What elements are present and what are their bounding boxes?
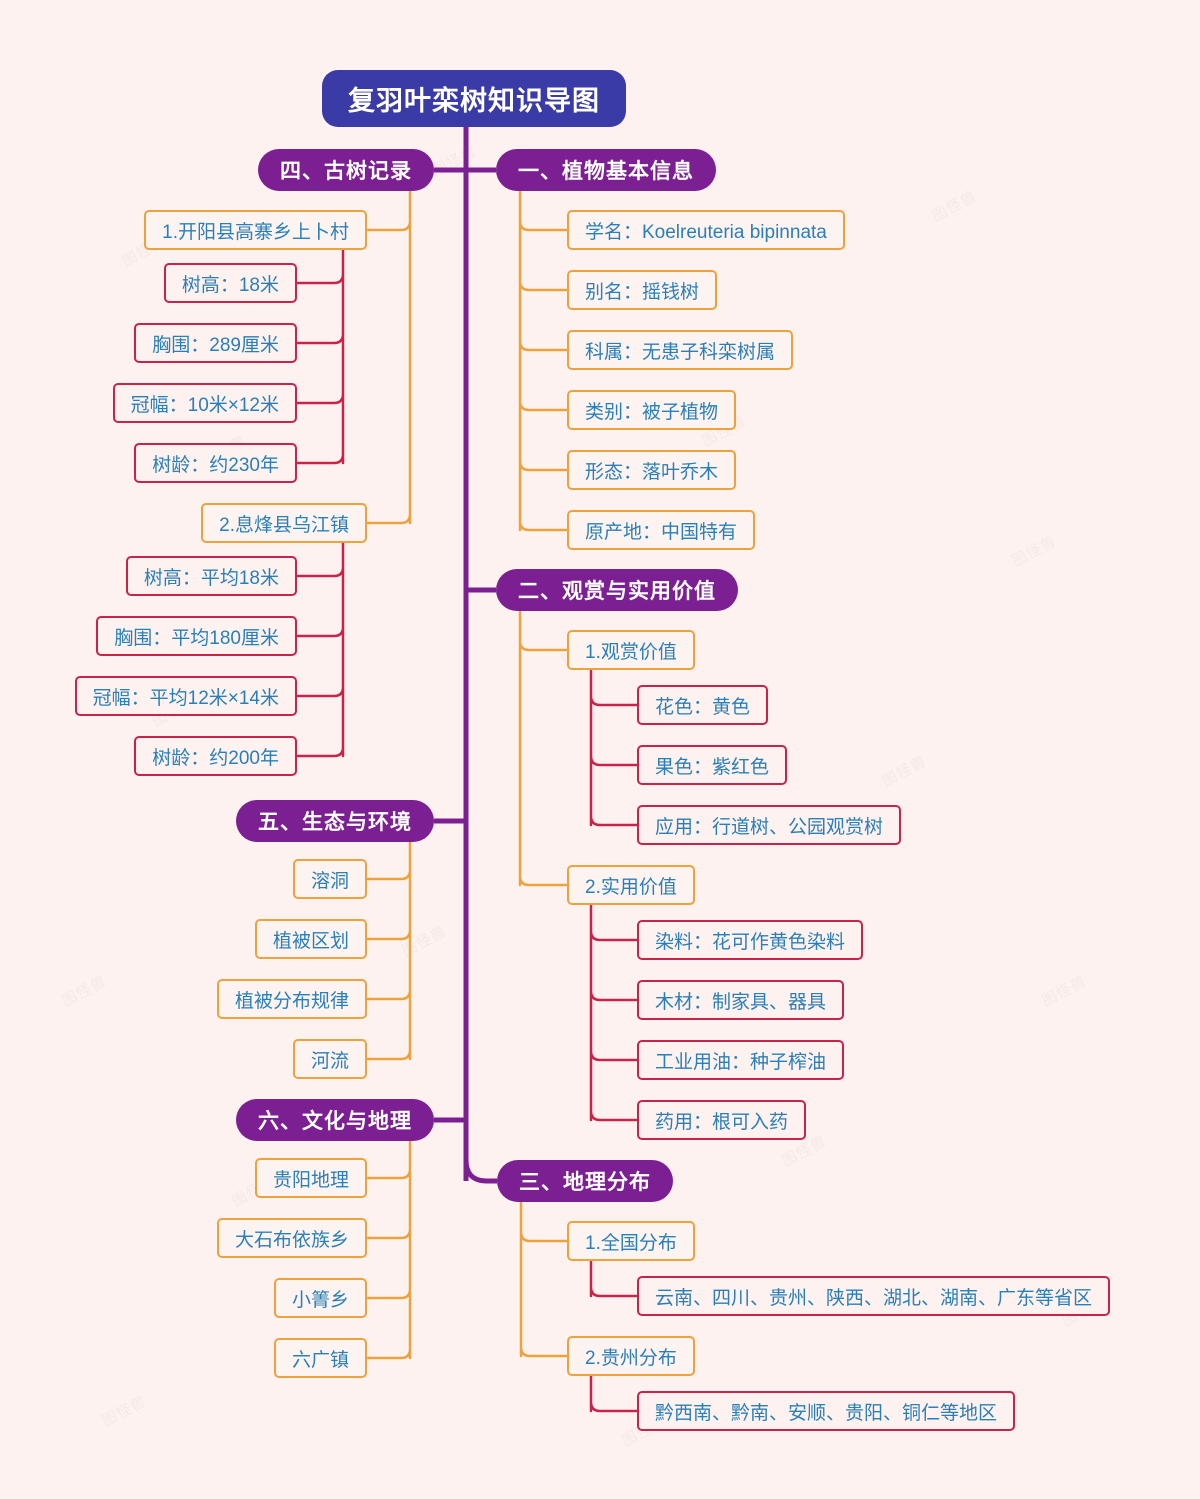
leaf-node[interactable]: 植被分布规律 (216, 979, 367, 1019)
subnode[interactable]: 2.实用价值 (567, 865, 695, 905)
branch-node-sec3[interactable]: 三、地理分布 (497, 1160, 673, 1202)
subnode[interactable]: 1.观赏价值 (567, 630, 695, 670)
leaf-node[interactable]: 树高：18米 (163, 263, 297, 303)
leaf-node[interactable]: 应用：行道树、公园观赏树 (637, 805, 902, 845)
leaf-node[interactable]: 药用：根可入药 (637, 1100, 807, 1140)
subnode[interactable]: 1.全国分布 (567, 1221, 695, 1261)
leaf-node[interactable]: 河流 (292, 1039, 367, 1079)
branch-node-sec4[interactable]: 四、古树记录 (258, 149, 434, 191)
leaf-node[interactable]: 冠幅：10米×12米 (112, 383, 297, 423)
leaf-node[interactable]: 花色：黄色 (637, 685, 769, 725)
subnode[interactable]: 2.息烽县乌江镇 (201, 503, 367, 543)
subnode[interactable]: 1.开阳县高寨乡上卜村 (144, 210, 367, 250)
leaf-node[interactable]: 原产地：中国特有 (567, 510, 756, 550)
leaf-node[interactable]: 胸围：289厘米 (134, 323, 297, 363)
leaf-node[interactable]: 六广镇 (273, 1338, 367, 1378)
leaf-node[interactable]: 云南、四川、贵州、陕西、湖北、湖南、广东等省区 (637, 1276, 1111, 1316)
leaf-node[interactable]: 黔西南、黔南、安顺、贵阳、铜仁等地区 (637, 1391, 1016, 1431)
leaf-node[interactable]: 木材：制家具、器具 (637, 980, 845, 1020)
leaf-node[interactable]: 贵阳地理 (254, 1158, 367, 1198)
leaf-node[interactable]: 大石布依族乡 (216, 1218, 367, 1258)
leaf-node[interactable]: 科属：无患子科栾树属 (567, 330, 794, 370)
branch-node-sec5[interactable]: 五、生态与环境 (236, 800, 434, 842)
branch-node-sec2[interactable]: 二、观赏与实用价值 (496, 569, 738, 611)
leaf-node[interactable]: 形态：落叶乔木 (567, 450, 737, 490)
branch-node-sec6[interactable]: 六、文化与地理 (236, 1099, 434, 1141)
leaf-node[interactable]: 果色：紫红色 (637, 745, 788, 785)
leaf-node[interactable]: 树龄：约230年 (134, 443, 297, 483)
leaf-node[interactable]: 小箐乡 (273, 1278, 367, 1318)
leaf-node[interactable]: 溶洞 (292, 859, 367, 899)
leaf-node[interactable]: 类别：被子植物 (567, 390, 737, 430)
leaf-node[interactable]: 树高：平均18米 (125, 556, 297, 596)
subnode[interactable]: 2.贵州分布 (567, 1336, 695, 1376)
leaf-node[interactable]: 别名：摇钱树 (567, 270, 718, 310)
leaf-node[interactable]: 工业用油：种子榨油 (637, 1040, 845, 1080)
trunk-links (434, 125, 497, 1184)
leaf-node[interactable]: 染料：花可作黄色染料 (637, 920, 864, 960)
branch-node-sec1[interactable]: 一、植物基本信息 (496, 149, 716, 191)
leaf-node[interactable]: 冠幅：平均12米×14米 (74, 676, 297, 716)
root-node[interactable]: 复羽叶栾树知识导图 (322, 70, 626, 127)
leaf-node[interactable]: 植被区划 (254, 919, 367, 959)
leaf-node[interactable]: 学名：Koelreuteria bipinnata (567, 210, 845, 250)
leaf-node[interactable]: 树龄：约200年 (134, 736, 297, 776)
leaf-node[interactable]: 胸围：平均180厘米 (96, 616, 297, 656)
